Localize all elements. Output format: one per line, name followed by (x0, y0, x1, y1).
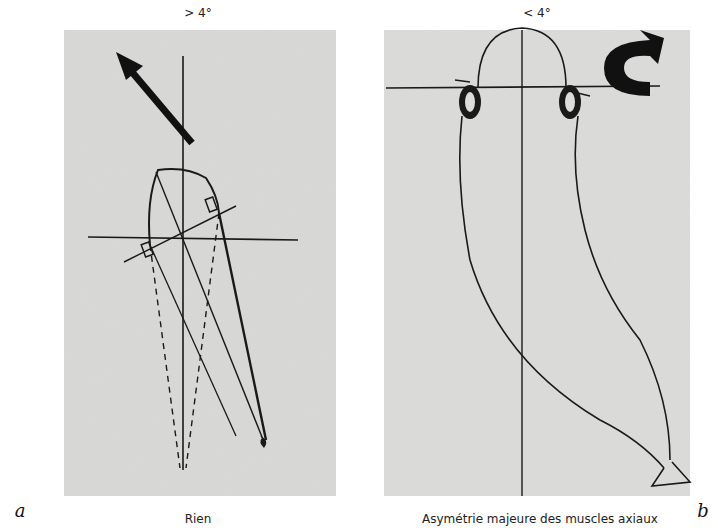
photo-grain (384, 30, 690, 496)
tail (652, 462, 690, 486)
horizontal-axis (88, 237, 298, 240)
eye (559, 85, 581, 119)
panel-caption: Rien (185, 512, 212, 526)
arrow-head (116, 52, 143, 80)
angle-label: < 4° (523, 6, 551, 20)
body-axis (156, 172, 264, 442)
eye (459, 85, 481, 119)
angle-label: > 4° (184, 6, 212, 20)
rest-position (150, 213, 219, 468)
tail (260, 436, 266, 448)
panel-letter: b (697, 500, 709, 522)
panel-a (64, 30, 336, 496)
eye (205, 197, 217, 212)
body-outline (460, 116, 664, 468)
photo-ground (384, 30, 690, 496)
body-outline (575, 116, 670, 460)
panel-letter: a (15, 500, 26, 522)
curved-arrow (604, 30, 664, 96)
eye (141, 242, 153, 257)
midline (521, 30, 522, 496)
midline (182, 56, 184, 470)
direction-arrow (132, 72, 192, 143)
tilt-mark (455, 80, 470, 82)
head-outline (478, 28, 566, 88)
body-line (150, 245, 236, 436)
photo-ground (64, 30, 336, 496)
eye-inner (465, 92, 475, 112)
head-outline (149, 169, 219, 245)
panel-b (384, 28, 690, 496)
photo-grain (64, 30, 336, 496)
panel-caption: Asymétrie majeure des muscles axiaux (422, 512, 658, 526)
eye-inner (565, 92, 575, 112)
body-line (219, 213, 266, 440)
